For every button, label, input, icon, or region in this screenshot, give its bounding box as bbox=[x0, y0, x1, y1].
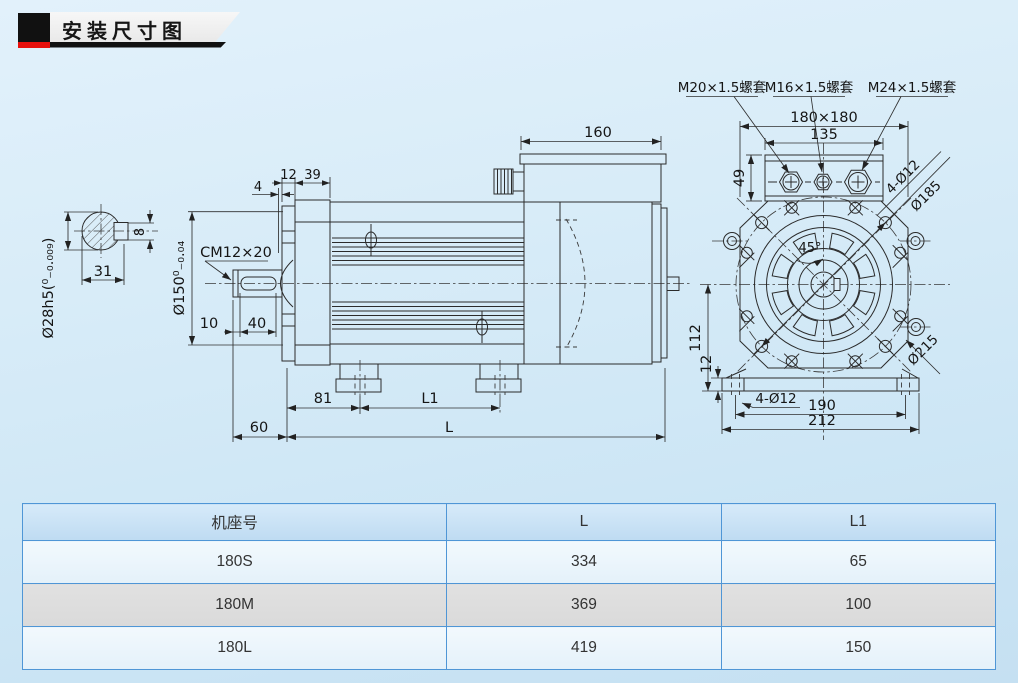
cooling-fins bbox=[332, 237, 524, 330]
dim-shaft-dia: Ø28h5(⁰₋₀.₀₀₉) bbox=[41, 238, 57, 339]
dim-12-front: 12 bbox=[699, 355, 715, 373]
header-l1: L1 bbox=[720, 503, 997, 541]
shaft-keyway-front bbox=[833, 278, 841, 291]
dim-12: 12 bbox=[280, 168, 297, 183]
table-header-row: 机座号 L L1 bbox=[21, 503, 997, 541]
hidden-fan-arc bbox=[565, 218, 586, 349]
cell-l: 419 bbox=[446, 626, 722, 670]
dim-foot-holes: 4-Ø12 bbox=[755, 391, 796, 407]
dim-key-height: 8 bbox=[133, 228, 148, 236]
header-l: L bbox=[446, 503, 722, 541]
dim-112: 112 bbox=[688, 324, 704, 352]
mounting-feet-side bbox=[335, 360, 522, 396]
dim-180x180: 180×180 bbox=[790, 110, 858, 126]
cell-frame: 180L bbox=[21, 626, 448, 670]
cable-gland-side bbox=[493, 168, 525, 195]
cell-l1: 100 bbox=[720, 583, 997, 627]
cell-l: 334 bbox=[446, 540, 722, 584]
gland-nut-m16 bbox=[813, 173, 833, 191]
shaft-section-detail: 8 31 Ø28h5(⁰₋₀.₀₀₉) bbox=[41, 204, 158, 338]
label-gland-m24: M24×1.5螺套 bbox=[868, 80, 957, 96]
title-banner bbox=[50, 12, 240, 42]
dimension-table: 机座号 L L1 180S 334 65 180M 369 100 180L 4… bbox=[21, 503, 997, 670]
title-red-underline bbox=[18, 42, 50, 48]
table-row: 180L 419 150 bbox=[21, 626, 997, 670]
title-black-square bbox=[18, 13, 50, 42]
cell-frame: 180M bbox=[21, 583, 448, 627]
flange-tapped-holes bbox=[738, 199, 909, 370]
dim-angle: 45° bbox=[798, 241, 821, 256]
dim-l1: L1 bbox=[421, 391, 438, 407]
side-view-dimensions: 160 12 39 4 Ø150⁰₋₀.₀₄ CM12×20 10 40 bbox=[172, 125, 666, 442]
dim-section-width: 31 bbox=[94, 264, 112, 280]
dim-flange-dia: Ø150⁰₋₀.₀₄ bbox=[172, 241, 188, 316]
dim-40: 40 bbox=[248, 316, 266, 332]
dim-outer-dia: Ø215 bbox=[905, 332, 942, 369]
page-title: 安装尺寸图 bbox=[62, 21, 187, 43]
cell-l1: 65 bbox=[720, 540, 997, 584]
dim-l: L bbox=[445, 420, 453, 436]
cell-l1: 150 bbox=[720, 626, 997, 670]
dim-49: 49 bbox=[732, 169, 748, 187]
mounting-feet-front bbox=[721, 368, 920, 395]
drain-plug-bottom bbox=[476, 311, 488, 343]
dim-190: 190 bbox=[808, 398, 836, 414]
dim-10: 10 bbox=[200, 316, 218, 332]
terminal-box-side bbox=[493, 153, 667, 203]
table-row: 180M 369 100 bbox=[21, 583, 997, 627]
side-lugs bbox=[712, 232, 932, 336]
rear-shaft-stub bbox=[666, 276, 680, 291]
dim-39: 39 bbox=[304, 168, 321, 183]
terminal-box-front bbox=[764, 154, 884, 202]
installation-drawing: 8 31 Ø28h5(⁰₋₀.₀₀₉) bbox=[41, 80, 957, 442]
dim-60: 60 bbox=[250, 420, 268, 436]
table-row: 180S 334 65 bbox=[21, 540, 997, 584]
dim-box-width: 160 bbox=[584, 125, 612, 141]
front-view-dimensions: M20×1.5螺套 M16×1.5螺套 M24×1.5螺套 180×180 13… bbox=[678, 80, 957, 434]
header-frame-size: 机座号 bbox=[21, 503, 448, 541]
title-black-underline bbox=[50, 42, 226, 48]
dim-81: 81 bbox=[314, 391, 332, 407]
gland-nut-m24 bbox=[843, 169, 873, 195]
motor-side-view bbox=[205, 153, 692, 396]
dim-bolt-circle: Ø185 bbox=[908, 178, 945, 215]
label-gland-m16: M16×1.5螺套 bbox=[765, 80, 854, 96]
dim-4: 4 bbox=[254, 180, 262, 195]
gland-nut-m20 bbox=[778, 171, 804, 193]
label-gland-m20: M20×1.5螺套 bbox=[678, 80, 767, 96]
cell-l: 369 bbox=[446, 583, 722, 627]
label-center-hole: CM12×20 bbox=[200, 245, 272, 261]
page-header: 安装尺寸图 bbox=[0, 0, 280, 60]
dim-135: 135 bbox=[810, 127, 838, 143]
cell-frame: 180S bbox=[21, 540, 448, 584]
lifting-plug-top bbox=[365, 224, 377, 256]
dim-bolt-holes: 4-Ø12 bbox=[883, 157, 923, 197]
dim-212: 212 bbox=[808, 413, 836, 429]
